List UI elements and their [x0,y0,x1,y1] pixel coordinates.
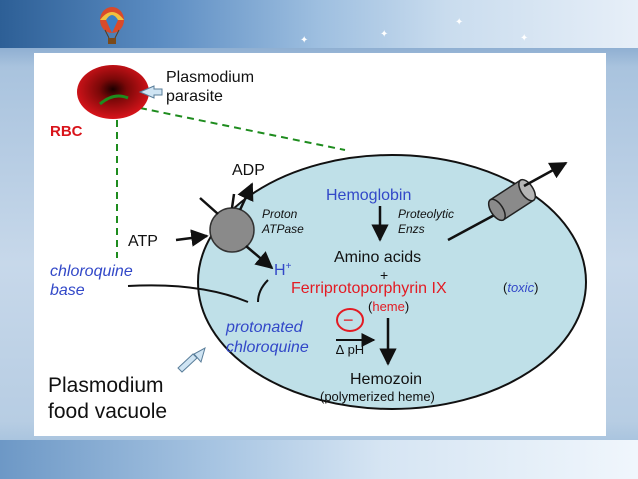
protonated-chloroquine-label: protonated [225,319,304,336]
export-line [447,210,501,242]
ferri-label: Ferriprotoporphyrin IX [291,280,447,297]
rbc-label: RBC [50,123,83,140]
pointer-arrow-icon [177,346,206,373]
heme-label: (heme) [368,299,409,314]
h-plus-label: H+ [274,261,292,279]
delta-ph-label: ∆ pH [336,342,364,357]
minus-sign: − [343,310,354,330]
protonated-chloroquine-label: chloroquine [226,339,309,356]
parasite-shape [99,94,129,106]
proton-arrow [245,245,274,270]
pointer-arrow-icon [138,85,163,99]
slide-bottom-banner [0,440,638,479]
parasite-label: parasite [166,88,223,105]
chloroquine-base-label: chloroquine [50,263,133,280]
amino-acids-label: Amino acids [334,249,421,266]
polymerized-heme-label: (polymerized heme) [320,389,435,404]
food-vacuole-label: food vacuole [48,400,167,423]
proteolytic-label: Proteolytic [398,207,454,221]
hot-air-balloon-icon [100,7,124,44]
rbc-cell [77,65,149,119]
sparkle-icon: ✦ [300,35,309,46]
hemoglobin-label: Hemoglobin [326,187,411,204]
chloroquine-path [127,284,249,303]
sparkle-icon: ✦ [520,33,529,44]
inhibition-symbol [336,308,364,332]
chloroquine-base-label: base [50,282,85,299]
export-arrow [523,161,568,188]
adp-arrow [237,182,254,211]
dashed-line [139,107,346,151]
proton-atpase-label: Proton [262,207,298,221]
parasite-label: Plasmodium [166,69,254,86]
proteolytic-label: Enzs [398,222,425,236]
amino-acid-transporter [487,178,537,222]
adp-label: ADP [232,162,265,179]
hemozoin-label: Hemozoin [350,371,422,388]
sparkle-icon: ✦ [455,17,464,28]
sparkle-icon: ✦ [380,29,389,40]
toxic-label: (toxic) [503,280,538,295]
proton-atpase-label: ATPase [261,222,304,236]
atp-arrow [175,229,209,247]
food-vacuole-label: Plasmodium [48,374,164,397]
atp-label: ATP [128,233,158,250]
plus-label: + [380,267,388,283]
proton-atpase [209,207,255,253]
h-plus-curve [257,279,269,303]
